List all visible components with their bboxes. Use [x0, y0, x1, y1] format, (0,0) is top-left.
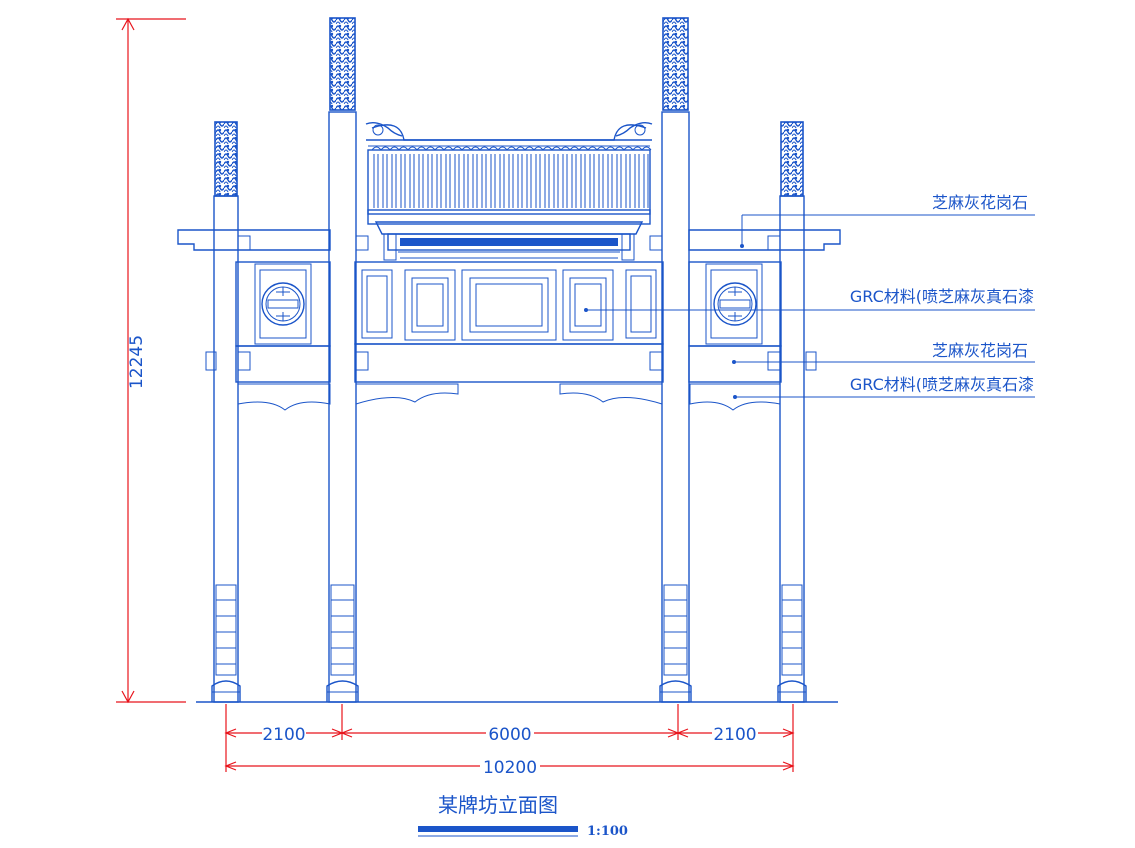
- roof: [365, 121, 653, 261]
- span-center-text: 6000: [488, 725, 531, 745]
- roof-tiles: [371, 146, 652, 208]
- drawing-title: 某牌坊立面图: [438, 793, 558, 817]
- column-inner-right: [649, 17, 692, 703]
- central-panels: [361, 269, 657, 341]
- left-side-panel: [235, 261, 331, 383]
- height-dimension: [116, 17, 186, 704]
- tab-right-a: [805, 351, 817, 371]
- callout-label-grc-top: GRC材料(喷芝麻灰真石漆: [850, 287, 1034, 306]
- callout-label-grc-bottom: GRC材料(喷芝麻灰真石漆: [850, 375, 1034, 394]
- left-medallion: [261, 282, 305, 326]
- drawing-scale: 1:100: [587, 824, 628, 839]
- callout-leaders: [584, 214, 1035, 399]
- height-dimension-text: 12245: [127, 335, 147, 389]
- carved-brackets: [237, 383, 781, 411]
- tab-left-a: [205, 351, 217, 371]
- span-dimensions: [224, 704, 795, 772]
- span-left-text: 2100: [262, 725, 305, 745]
- right-upper-beam: [688, 229, 841, 251]
- left-upper-beam: [177, 229, 331, 251]
- right-side-panel: [688, 261, 782, 383]
- callout-label-granite-top: 芝麻灰花岗石: [932, 193, 1028, 212]
- roof-corner-right: [615, 121, 653, 137]
- right-medallion: [713, 282, 757, 326]
- column-outer-right: [767, 121, 807, 703]
- column-inner-left: [326, 17, 369, 703]
- span-right-text: 2100: [713, 725, 756, 745]
- callout-label-granite-bottom: 芝麻灰花岗石: [932, 341, 1028, 360]
- total-width-text: 10200: [483, 758, 537, 778]
- title-underline: [418, 826, 578, 832]
- column-outer-left: [211, 121, 251, 703]
- central-beam-frame: [354, 261, 664, 383]
- roof-corner-left: [365, 121, 403, 137]
